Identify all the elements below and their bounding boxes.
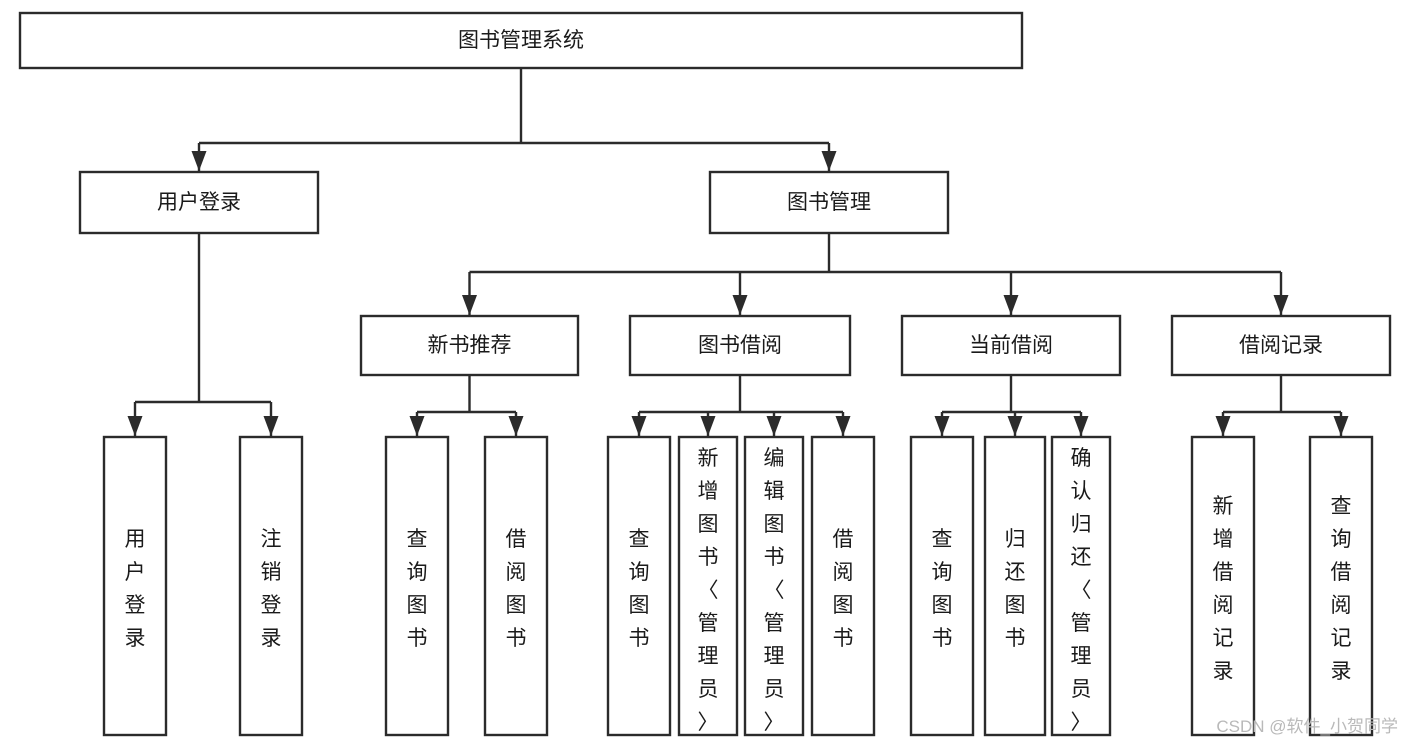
node-label-leaf-query-book-recommend: 查询图书 bbox=[407, 528, 428, 650]
l3-1-to-leaves-arrow-0 bbox=[631, 416, 647, 436]
connectors-layer bbox=[127, 68, 1349, 436]
node-leaf-user-logout[interactable]: 注销登录 bbox=[238, 435, 304, 737]
node-box-new-book-recommend bbox=[359, 314, 580, 377]
l3-1-to-leaves-arrow-1 bbox=[700, 416, 716, 436]
node-box-leaf-borrow-book-recommend bbox=[483, 435, 549, 737]
node-label-leaf-edit-book-admin: 编辑图书〈管理员〉 bbox=[764, 447, 785, 734]
l3-1-to-leaves-arrow-2 bbox=[766, 416, 782, 436]
node-box-leaf-query-borrow-record bbox=[1308, 435, 1374, 737]
l3-2-to-leaves-arrow-0 bbox=[934, 416, 950, 436]
node-box-book-borrow bbox=[628, 314, 852, 377]
node-box-user-login bbox=[78, 170, 320, 235]
node-box-leaf-borrow-book bbox=[810, 435, 876, 737]
node-label-root: 图书管理系统 bbox=[458, 29, 584, 52]
node-label-leaf-add-borrow-record: 新增借阅记录 bbox=[1213, 495, 1234, 683]
node-box-leaf-query-book-borrow bbox=[606, 435, 672, 737]
node-root[interactable]: 图书管理系统 bbox=[18, 11, 1024, 70]
node-box-current-borrow bbox=[900, 314, 1122, 377]
node-label-leaf-user-login: 用户登录 bbox=[125, 528, 146, 650]
node-new-book-recommend[interactable]: 新书推荐 bbox=[359, 314, 580, 377]
node-leaf-borrow-book-recommend[interactable]: 借阅图书 bbox=[483, 435, 549, 737]
node-user-login[interactable]: 用户登录 bbox=[78, 170, 320, 235]
node-leaf-query-book-borrow[interactable]: 查询图书 bbox=[606, 435, 672, 737]
node-label-leaf-user-logout: 注销登录 bbox=[261, 528, 282, 650]
node-box-leaf-return-book bbox=[983, 435, 1047, 737]
l3-2-to-leaves-arrow-2 bbox=[1073, 416, 1089, 436]
node-box-leaf-add-book-admin bbox=[677, 435, 739, 737]
node-box-leaf-user-login bbox=[102, 435, 168, 737]
node-box-root bbox=[18, 11, 1024, 70]
nodes-layer: 图书管理系统用户登录图书管理新书推荐图书借阅当前借阅借阅记录用户登录注销登录查询… bbox=[18, 11, 1392, 737]
node-book-management[interactable]: 图书管理 bbox=[708, 170, 950, 235]
l3-3-to-leaves-arrow-0 bbox=[1215, 416, 1231, 436]
node-book-borrow[interactable]: 图书借阅 bbox=[628, 314, 852, 377]
root-to-level2-arrow-0 bbox=[191, 151, 207, 171]
node-leaf-edit-book-admin[interactable]: 编辑图书〈管理员〉 bbox=[743, 435, 805, 737]
node-leaf-user-login[interactable]: 用户登录 bbox=[102, 435, 168, 737]
node-leaf-confirm-return-admin[interactable]: 确认归还〈管理员〉 bbox=[1050, 435, 1112, 737]
bookmgmt-to-level3-arrow-1 bbox=[732, 295, 748, 315]
node-leaf-return-book[interactable]: 归还图书 bbox=[983, 435, 1047, 737]
node-label-borrow-record: 借阅记录 bbox=[1239, 334, 1323, 357]
node-leaf-borrow-book[interactable]: 借阅图书 bbox=[810, 435, 876, 737]
node-label-leaf-query-borrow-record: 查询借阅记录 bbox=[1331, 495, 1352, 683]
root-to-level2-arrow-1 bbox=[821, 151, 837, 171]
node-label-leaf-add-book-admin: 新增图书〈管理员〉 bbox=[698, 447, 719, 734]
l3-0-to-leaves-arrow-1 bbox=[508, 416, 524, 436]
node-leaf-query-borrow-record[interactable]: 查询借阅记录 bbox=[1308, 435, 1374, 737]
node-box-leaf-edit-book-admin bbox=[743, 435, 805, 737]
node-label-user-login: 用户登录 bbox=[157, 191, 241, 214]
node-leaf-add-borrow-record[interactable]: 新增借阅记录 bbox=[1190, 435, 1256, 737]
node-label-leaf-return-book: 归还图书 bbox=[1005, 528, 1026, 650]
node-leaf-query-book-recommend[interactable]: 查询图书 bbox=[384, 435, 450, 737]
bookmgmt-to-level3-arrow-2 bbox=[1003, 295, 1019, 315]
node-leaf-add-book-admin[interactable]: 新增图书〈管理员〉 bbox=[677, 435, 739, 737]
node-leaf-query-book-current[interactable]: 查询图书 bbox=[909, 435, 975, 737]
userlogin-to-leaves-arrow-1 bbox=[263, 416, 279, 436]
node-label-leaf-query-book-current: 查询图书 bbox=[932, 528, 953, 650]
node-box-leaf-query-book-recommend bbox=[384, 435, 450, 737]
node-box-leaf-user-logout bbox=[238, 435, 304, 737]
csdn-watermark: CSDN @软件_小贺同学 bbox=[1216, 717, 1398, 736]
node-box-book-management bbox=[708, 170, 950, 235]
node-current-borrow[interactable]: 当前借阅 bbox=[900, 314, 1122, 377]
node-label-book-management: 图书管理 bbox=[787, 191, 871, 214]
node-borrow-record[interactable]: 借阅记录 bbox=[1170, 314, 1392, 377]
node-box-borrow-record bbox=[1170, 314, 1392, 377]
node-label-new-book-recommend: 新书推荐 bbox=[428, 334, 512, 357]
bookmgmt-to-level3-arrow-3 bbox=[1273, 295, 1289, 315]
node-label-book-borrow: 图书借阅 bbox=[698, 334, 782, 357]
bookmgmt-to-level3-arrow-0 bbox=[462, 295, 477, 315]
l3-0-to-leaves-arrow-0 bbox=[409, 416, 425, 436]
l3-1-to-leaves-arrow-3 bbox=[835, 416, 851, 436]
node-label-leaf-query-book-borrow: 查询图书 bbox=[629, 528, 650, 650]
node-box-leaf-query-book-current bbox=[909, 435, 975, 737]
node-label-leaf-confirm-return-admin: 确认归还〈管理员〉 bbox=[1071, 447, 1092, 734]
node-label-current-borrow: 当前借阅 bbox=[969, 334, 1053, 357]
node-label-leaf-borrow-book-recommend: 借阅图书 bbox=[506, 528, 527, 650]
l3-2-to-leaves-arrow-1 bbox=[1007, 416, 1023, 436]
l3-3-to-leaves-arrow-1 bbox=[1333, 416, 1349, 436]
userlogin-to-leaves-arrow-0 bbox=[127, 416, 143, 436]
node-box-leaf-add-borrow-record bbox=[1190, 435, 1256, 737]
node-label-leaf-borrow-book: 借阅图书 bbox=[833, 528, 854, 650]
node-box-leaf-confirm-return-admin bbox=[1050, 435, 1112, 737]
